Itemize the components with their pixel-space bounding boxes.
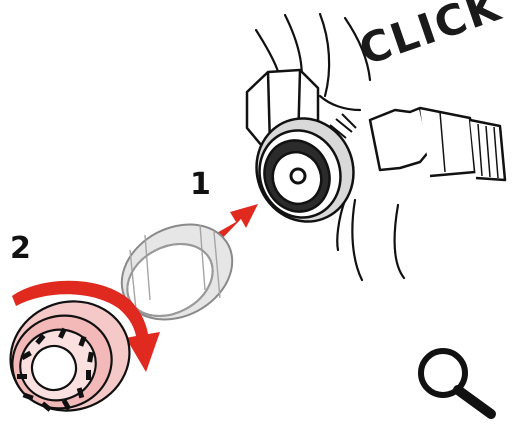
adapter-ring bbox=[105, 206, 249, 338]
step-number-1: 1 bbox=[190, 170, 211, 200]
step-number-2: 2 bbox=[10, 234, 31, 264]
pipe-connector bbox=[370, 108, 505, 180]
zoom-button[interactable] bbox=[410, 342, 500, 422]
